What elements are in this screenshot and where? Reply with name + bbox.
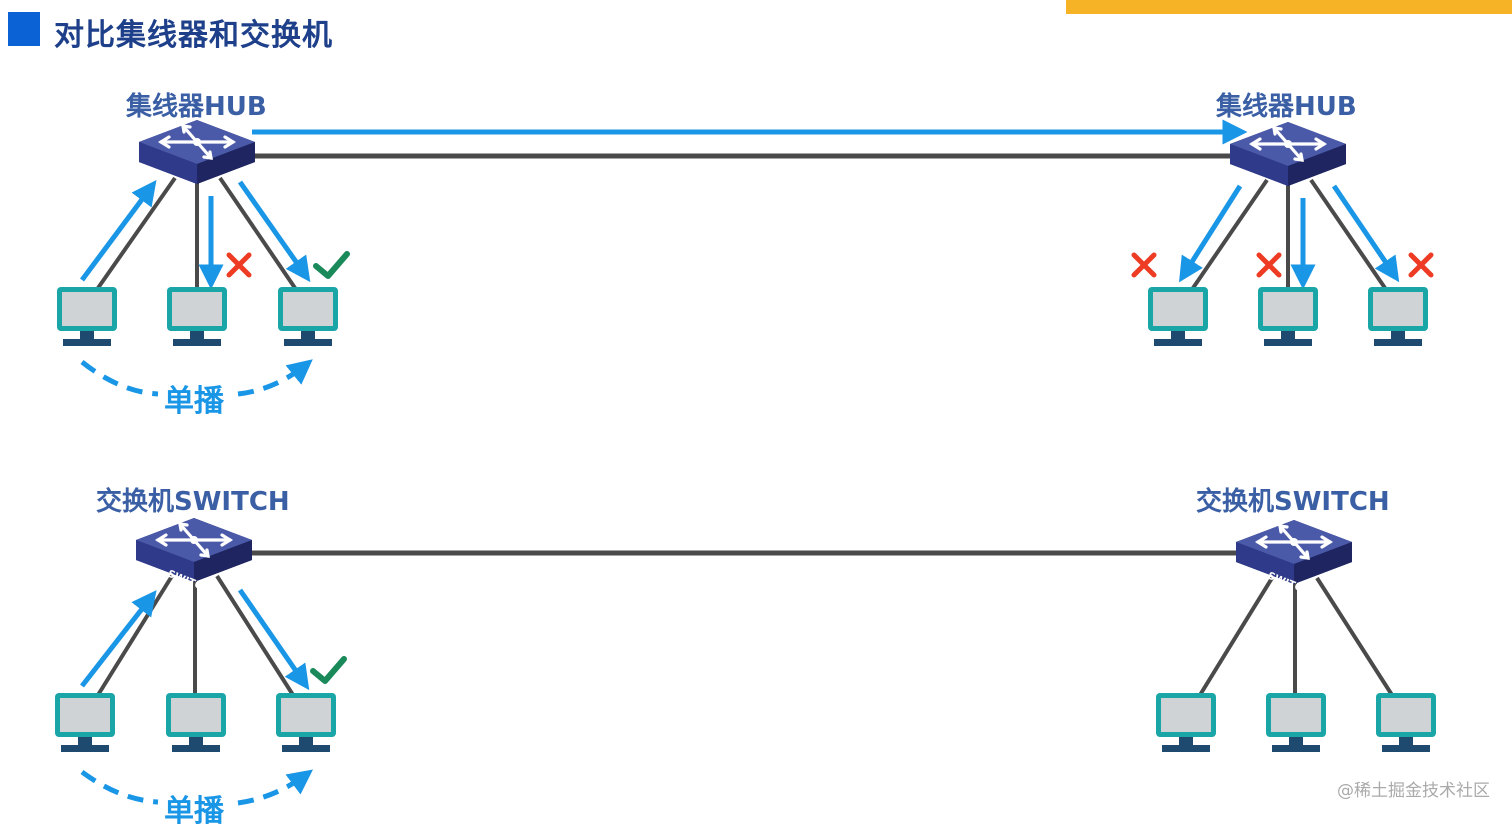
unicast-label-top: 单播 [164,384,224,419]
cable-sw-right-pc1 [1198,576,1274,697]
bottom-switch-scenario: SWITCH SWITCH [55,516,1436,806]
monitor-icon [278,287,338,346]
hub-label-right: 集线器HUB [1216,92,1357,122]
monitor-icon [1376,693,1436,752]
reject-x-icon [1131,252,1157,278]
reject-x-icon [1256,252,1282,278]
hub-icon-left [137,118,257,186]
monitor-icon [166,693,226,752]
switch-label-right: 交换机SWITCH [1196,487,1390,517]
monitor-icon [1156,693,1216,752]
watermark: @稀土掘金技术社区 [1337,781,1490,801]
cable-sw-right-pc3 [1315,576,1394,697]
arrow-hub-to-pc3 [237,180,311,283]
unicast-dashed-arrow [80,360,159,397]
arrow-pc1-to-switch [80,590,157,688]
arrow-pc1-to-hub [79,179,157,282]
switch-icon-left: SWITCH [134,516,254,595]
cable-right-pc3 [1309,178,1387,290]
monitor-icon [55,693,115,752]
monitor-icon [1258,287,1318,346]
top-right-banner [1066,0,1512,14]
arrow-hub-to-rpc3 [1331,184,1400,283]
switch-label-left: 交换机SWITCH [96,487,290,517]
monitor-icon [57,287,117,346]
cable-right-pc1 [1191,178,1269,290]
accept-check-icon [313,251,350,279]
hub-icon-right [1228,120,1348,188]
unicast-label-bottom: 单播 [164,794,224,829]
slide-title: 对比集线器和交换机 [54,18,333,53]
unicast-dashed-arrow-end [237,769,314,806]
cable-left-pc3 [218,176,297,290]
monitor-icon [167,287,227,346]
unicast-dashed-arrow-end [237,359,313,397]
monitor-icon [1148,287,1208,346]
accept-check-icon [310,656,347,684]
switch-icon-right: SWITCH [1234,518,1354,597]
reject-x-icon [226,252,252,278]
monitor-icon [1266,693,1326,752]
reject-x-icon [1408,252,1434,278]
cable-left-pc1 [96,176,177,290]
arrow-hub-to-rpc1 [1178,184,1243,283]
cable-sw-left-pc1 [96,574,174,697]
cable-sw-left-pc3 [215,574,295,697]
arrow-switch-to-pc3 [237,588,310,691]
monitor-icon [276,693,336,752]
hub-label-left: 集线器HUB [126,92,267,122]
monitor-icon [1368,287,1428,346]
top-hub-scenario [57,118,1434,397]
unicast-dashed-arrow [80,769,159,805]
title-square-icon [8,12,40,46]
